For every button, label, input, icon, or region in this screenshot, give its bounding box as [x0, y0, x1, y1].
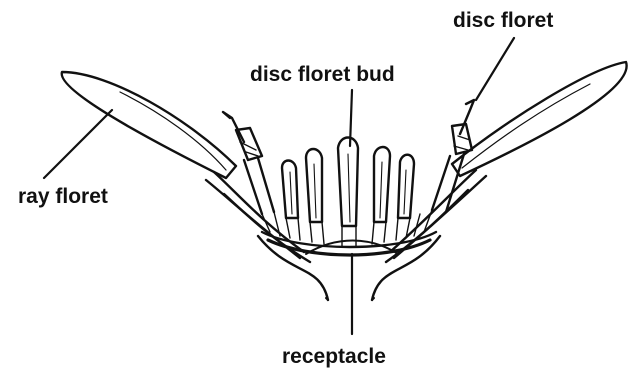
involucral-bracts — [206, 170, 486, 262]
disc-floret-buds — [282, 138, 414, 227]
label-ray-floret: ray floret — [18, 186, 108, 207]
leader-disc-floret — [476, 38, 514, 100]
label-receptacle: receptacle — [282, 346, 386, 367]
label-disc-floret: disc floret — [453, 10, 553, 31]
label-disc-floret-bud: disc floret bud — [250, 64, 395, 85]
ray-floret-left — [62, 72, 236, 178]
ray-floret-right — [452, 62, 627, 176]
leader-ray-floret — [44, 110, 112, 178]
disc-floret-open-right — [432, 100, 474, 212]
